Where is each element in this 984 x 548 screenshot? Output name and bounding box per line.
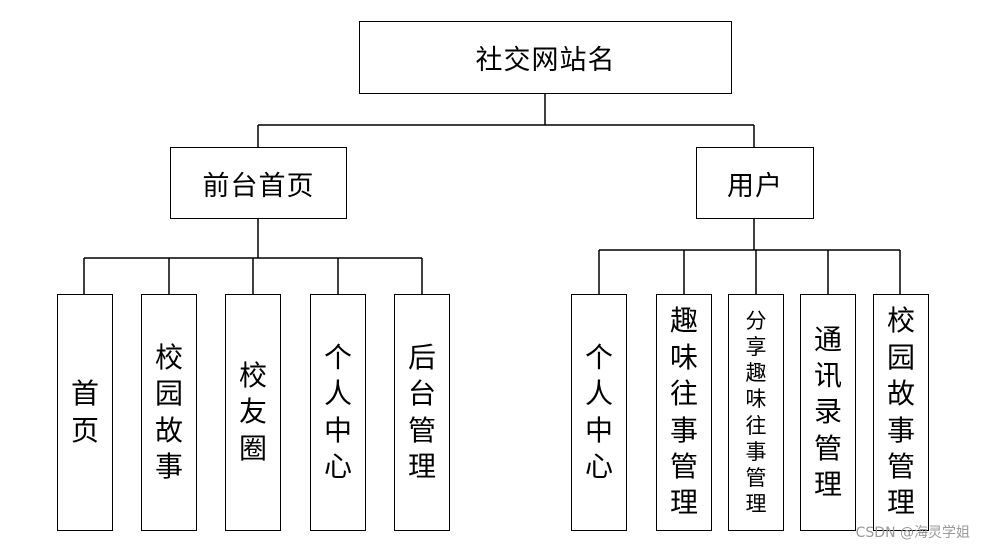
leaf-label: 后台管理	[408, 340, 437, 483]
leaf-node: 个人中心	[310, 294, 366, 531]
leaf-label: 校园故事管理	[887, 304, 916, 520]
branch-node-frontend: 前台首页	[170, 147, 347, 219]
leaf-label: 分享趣味往事管理	[745, 308, 767, 517]
branch-label: 前台首页	[202, 170, 315, 202]
leaf-node: 通讯录管理	[800, 294, 856, 531]
leaf-node: 分享趣味往事管理	[728, 294, 784, 531]
root-node: 社交网站名	[359, 21, 732, 94]
branch-node-user: 用户	[696, 147, 814, 219]
leaf-node: 后台管理	[394, 294, 450, 531]
leaf-label: 个人中心	[324, 340, 353, 483]
leaf-node: 校友圈	[225, 294, 281, 531]
watermark-text: CSDN @海灵学姐	[855, 525, 970, 541]
leaf-node: 趣味往事管理	[656, 294, 712, 531]
leaf-node: 校园故事管理	[873, 294, 929, 531]
leaf-label: 通讯录管理	[814, 322, 843, 502]
root-label: 社交网站名	[475, 45, 616, 76]
leaf-label: 校园故事	[155, 340, 184, 483]
leaf-node: 校园故事	[141, 294, 197, 531]
leaf-label: 校友圈	[239, 358, 268, 465]
leaf-node: 首页	[57, 294, 113, 531]
branch-label: 用户	[727, 170, 783, 202]
leaf-node: 个人中心	[571, 294, 627, 531]
leaf-label: 个人中心	[585, 340, 614, 483]
leaf-label: 趣味往事管理	[670, 304, 699, 520]
leaf-label: 首页	[71, 377, 100, 447]
